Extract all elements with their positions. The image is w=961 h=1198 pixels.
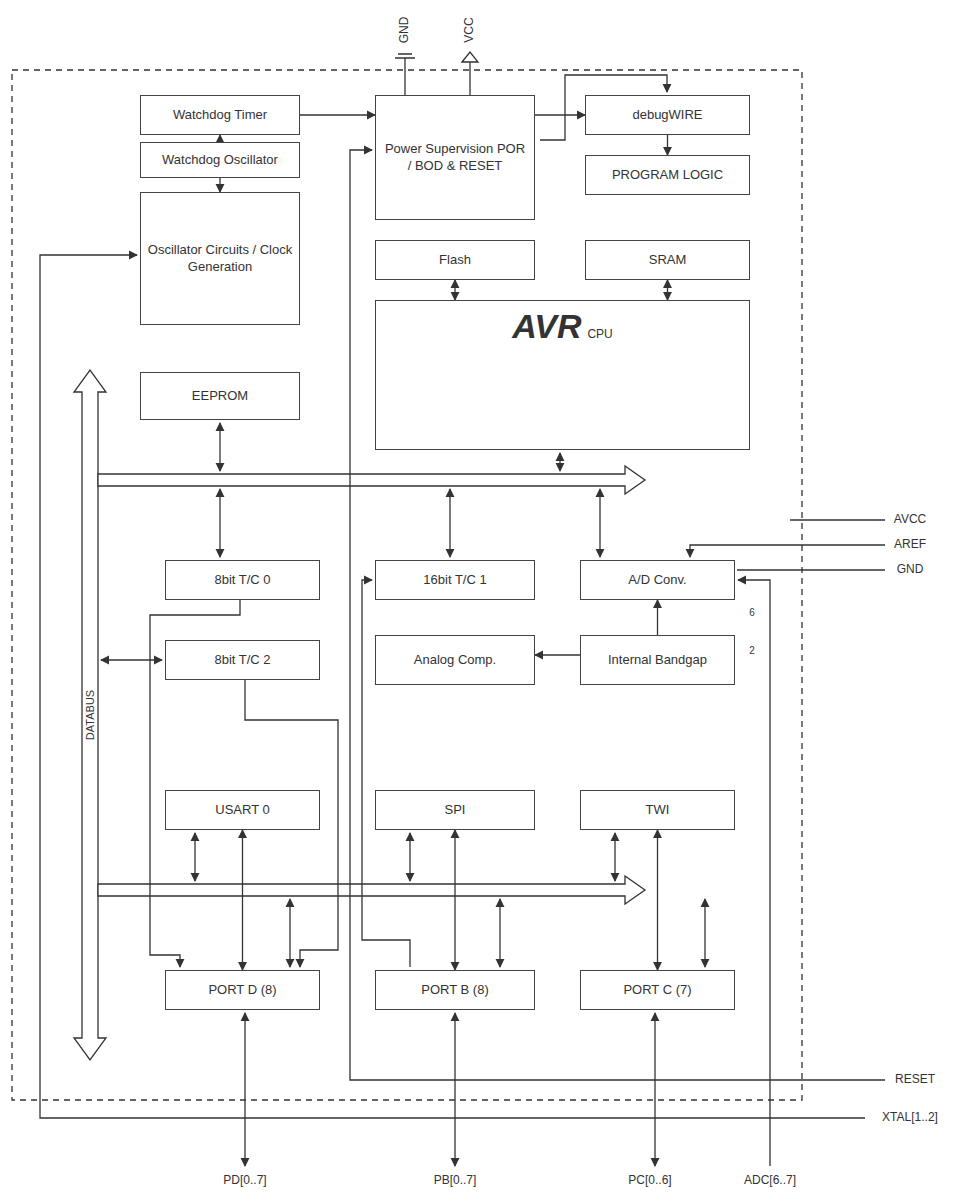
signal-arrow [242,830,243,970]
bus-tap [194,833,195,881]
bus-tap [704,899,705,967]
serial-box: USART 0 [165,790,320,830]
clock-box: Oscillator Circuits / Clock Generation [140,192,300,325]
timer-box: 8bit T/C 0 [165,560,320,600]
box-label: Power Supervision POR / BOD & RESET [382,141,528,174]
timer-box: Watchdog Timer [140,95,300,135]
logic-box: PROGRAM LOGIC [585,155,750,195]
pin-name: AVCC [893,513,927,526]
box-label: PORT D (8) [208,982,276,998]
box-label: Oscillator Circuits / Clock Generation [147,242,293,275]
bus-tap [614,833,615,881]
databus-lower [98,876,645,904]
memory-box: SRAM [585,240,750,280]
box-label: A/D Conv. [628,572,686,588]
signal-arrow [657,830,658,970]
cpu-caption: CPU [587,327,612,342]
bus-width: 6 [748,607,756,618]
signal-arrow [454,830,455,970]
serial-box: SPI [375,790,535,830]
pin-name: PD[0..7] [222,1174,267,1187]
pin-wire [654,1013,655,1166]
debug-box: debugWIRE [585,95,750,135]
signal-arrow [535,654,580,655]
bus-tap [559,453,560,471]
pin-wire [454,1013,455,1166]
xtal-wire [40,255,865,1118]
box-label: debugWIRE [632,107,702,123]
bus-tap [499,899,500,967]
signal-arrow [667,280,668,300]
bus-tap [219,423,220,471]
box-label: PROGRAM LOGIC [612,167,723,183]
box-label: SPI [445,802,466,818]
bus-tap [101,659,162,660]
memory-box: Flash [375,240,535,280]
box-label: SRAM [649,252,687,268]
signal-arrow [657,600,658,635]
pin-name: VCC [463,16,476,43]
box-label: Watchdog Timer [173,107,267,123]
signal-arrow [535,114,585,115]
bus-tap [599,489,600,557]
box-label: Internal Bandgap [608,652,707,668]
vcc-wire [469,62,470,95]
bus-tap [289,899,290,967]
reset-wire [350,150,885,1080]
memory-box: EEPROM [140,372,300,420]
ground-symbol [395,54,415,58]
port-box: PORT D (8) [165,970,320,1010]
pin-name: PC[0..6] [627,1174,672,1187]
agnd-wire [737,569,885,570]
pin-name: GND [896,563,925,576]
adc-box: A/D Conv. [580,560,735,600]
pin-name: XTAL[1..2] [881,1111,939,1124]
signal-arrow [219,135,220,142]
timer-box: 16bit T/C 1 [375,560,535,600]
pin-name: AREF [893,538,927,551]
bus-tap [409,833,410,881]
box-label: USART 0 [215,802,269,818]
pin-wire [244,1013,245,1166]
bus-tap [449,489,450,557]
box-label: 8bit T/C 2 [214,652,270,668]
port-box: PORT C (7) [580,970,735,1010]
databus-upper [98,466,645,494]
box-label: 16bit T/C 1 [423,572,486,588]
box-label: PORT B (8) [421,982,488,998]
pin-name: RESET [894,1073,936,1086]
signal-arrow [454,280,455,300]
vcc-symbol [462,52,478,62]
avcc-wire [790,519,885,520]
adc-wire [738,580,770,1166]
signal-arrow [219,178,220,192]
serial-box: TWI [580,790,735,830]
box-label: TWI [646,802,670,818]
box-label: Flash [439,252,471,268]
signal-arrow [300,114,375,115]
pin-name: ADC[6..7] [743,1174,797,1187]
cpu-box: AVR CPU [375,300,750,450]
box-label: EEPROM [192,388,248,404]
cpu-logo: AVR [512,305,581,348]
box-label: 8bit T/C 0 [214,572,270,588]
bus-name: DATABUS [84,689,96,741]
power-box: Power Supervision POR / BOD & RESET [375,95,535,220]
signal-arrow [667,135,668,155]
box-label: Watchdog Oscillator [162,152,278,168]
bus-tap [219,489,220,557]
oscillator-box: Watchdog Oscillator [140,142,300,178]
timer-box: 8bit T/C 2 [165,640,320,680]
aref-wire [690,545,885,557]
pin-name: GND [398,16,411,45]
port-box: PORT B (8) [375,970,535,1010]
chip-outline [12,70,802,1100]
bus-width: 2 [748,645,756,656]
box-label: PORT C (7) [623,982,691,998]
comparator-box: Analog Comp. [375,635,535,685]
pin-name: PB[0..7] [433,1174,478,1187]
bandgap-box: Internal Bandgap [580,635,735,685]
box-label: Analog Comp. [414,652,496,668]
gnd-wire [404,58,405,95]
